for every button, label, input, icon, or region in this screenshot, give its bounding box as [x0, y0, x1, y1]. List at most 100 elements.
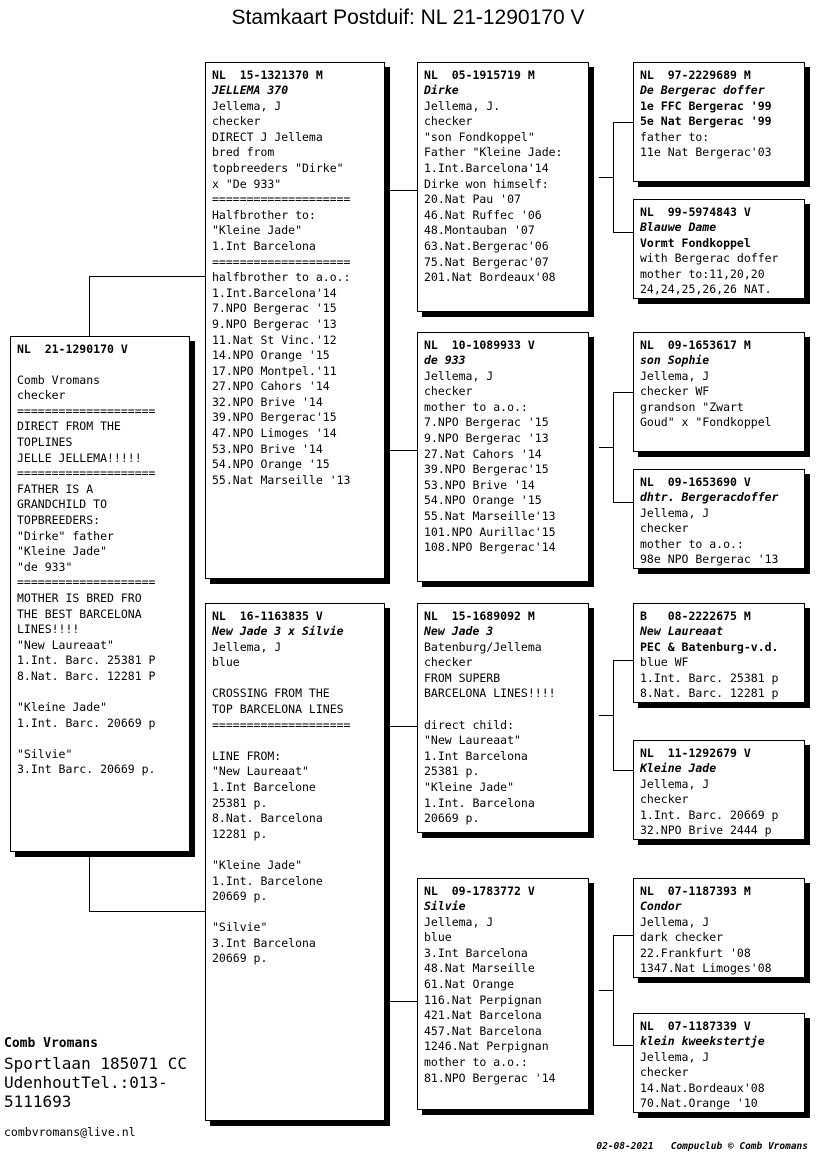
text-line: "son Fondkoppel" — [424, 129, 535, 144]
text-line: TOPBREEDERS: — [17, 512, 101, 527]
text-line: 1.Int Barcelona — [424, 748, 528, 763]
text-line: 201.Nat Bordeaux'08 — [424, 270, 556, 285]
text-line: with Bergerac doffer — [640, 251, 779, 266]
text-line — [424, 702, 588, 718]
text-line: "New Laureaat" — [212, 764, 309, 779]
text-line: Vormt Fondkoppel — [640, 235, 751, 250]
text-line: 11e Nat Bergerac'03 — [640, 145, 772, 160]
text-line: ==================== — [17, 575, 156, 590]
box-header-maternal-grandmother: NL 09-1783772 V — [424, 884, 535, 898]
box-header-father: NL 15-1321370 M — [212, 68, 323, 82]
text-line: 1246.Nat Perpignan — [424, 1039, 549, 1054]
text-line: bred from — [212, 145, 275, 160]
text-line: 75.Nat Bergerac'07 — [424, 254, 549, 269]
text-line: 11.Nat St Vinc.'12 — [212, 332, 337, 347]
text-line: checker — [424, 114, 473, 129]
text-line — [212, 733, 384, 749]
text-line: checker — [640, 521, 689, 536]
text-line: mother to a.o.: — [640, 536, 744, 551]
connector-mgm-stem — [599, 990, 614, 991]
text-line: 12281 p. — [212, 826, 268, 841]
text-line: "New Laureaat" — [17, 637, 114, 652]
page-title: Stamkaart Postduif: NL 21-1290170 V — [231, 6, 585, 29]
text-line: Jellema, J — [640, 1049, 710, 1064]
text-line: 70.Nat.Orange '10 — [640, 1096, 758, 1111]
text-line: TOP BARCELONA LINES — [212, 701, 344, 716]
connector-pgm-to-ggp4 — [613, 502, 633, 503]
text-line: "Kleine Jade" — [17, 700, 108, 715]
text-line: "Silvie" — [17, 746, 73, 761]
box-header-ggp-3: NL 09-1653617 M — [640, 338, 751, 352]
text-line: 3.Int Barcelona — [212, 935, 316, 950]
text-line: "Dirke" father — [17, 528, 114, 543]
text-line: "Kleine Jade" — [17, 544, 108, 559]
text-line: Batenburg/Jellema — [424, 639, 542, 654]
text-line: "New Laureaat" — [424, 733, 521, 748]
text-line: 8.Nat. Barcelona — [212, 811, 323, 826]
text-line: 1.Int.Barcelona'14 — [212, 285, 337, 300]
connector-mgf-to-ggp6 — [613, 770, 633, 771]
text-line: blue — [424, 930, 452, 945]
text-line: 1.Int. Barcelone — [212, 873, 323, 888]
box-header-ggp-8: NL 07-1187339 V — [640, 1019, 751, 1033]
box-header-paternal-grandmother: NL 10-1089933 V — [424, 338, 535, 352]
text-line: "Kleine Jade" — [212, 857, 303, 872]
text-line: 7.NPO Bergerac '15 — [424, 415, 549, 430]
text-line: checker — [212, 114, 261, 129]
text-line: mother to a.o.: — [424, 399, 528, 414]
text-line: ==================== — [212, 717, 351, 732]
text-line: "Kleine Jade" — [424, 779, 515, 794]
text-line: 3.Int Barc. 20669 p. — [17, 762, 156, 777]
connector-father-to-gm — [389, 450, 417, 451]
box-header-ggp-2: NL 99-5974843 V — [640, 205, 751, 219]
box-header-ggp-5: B 08-2222675 M — [640, 609, 751, 623]
pigeon-name-line: De Bergerac doffer — [640, 83, 765, 97]
text-line: mother to:11,20,20 — [640, 266, 765, 281]
pigeon-name-line: New Laureaat — [640, 624, 724, 638]
text-line: FROM SUPERB — [424, 670, 501, 685]
text-line: Goud" x "Fondkoppel — [640, 415, 772, 430]
text-line: 81.NPO Bergerac '14 — [424, 1070, 556, 1085]
footer-credit: 02-08-2021 Compuclub © Comb Vromans — [596, 1141, 808, 1152]
text-line: 14.NPO Orange '15 — [212, 348, 330, 363]
connector-subject-to-father — [89, 276, 205, 277]
text-line: CROSSING FROM THE — [212, 686, 330, 701]
text-line: ==================== — [17, 466, 156, 481]
text-line: Halfbrother to: — [212, 207, 316, 222]
owner-address: Sportlaan 185071 CC UdenhoutTel.:013-511… — [4, 1054, 214, 1111]
connector-mgm-to-ggp7 — [613, 935, 633, 936]
text-line: checker — [640, 1065, 689, 1080]
text-line: father to: — [640, 129, 710, 144]
pigeon-name-line: Dirke — [424, 83, 459, 97]
connector-subject-to-mother — [89, 911, 205, 912]
text-line — [212, 905, 384, 921]
text-line: x "De 933" — [212, 176, 282, 191]
text-line: 1e FFC Bergerac '99 — [640, 98, 772, 113]
text-line: 1.Int. Barc. 25381 p — [640, 670, 779, 685]
text-line: blue — [212, 655, 240, 670]
text-line: Jellema, J — [640, 914, 710, 929]
text-line: 5e Nat Bergerac '99 — [640, 114, 772, 129]
text-line: 1347.Nat Limoges'08 — [640, 961, 772, 976]
text-line: 421.Nat Barcelona — [424, 1008, 542, 1023]
text-line: 20669 p. — [212, 951, 268, 966]
